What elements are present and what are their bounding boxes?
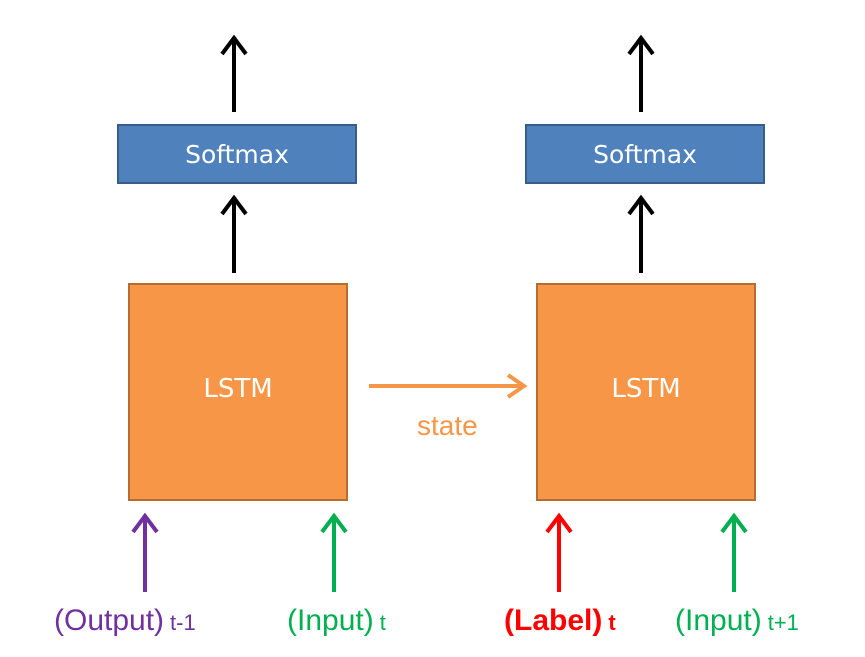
input-label-input-t: (Input)t bbox=[287, 604, 386, 640]
input-label-text: (Label) bbox=[504, 604, 603, 637]
softmax-label-1: Softmax bbox=[185, 139, 289, 169]
input-label-subscript: t-1 bbox=[170, 610, 196, 635]
input-label-subscript: t bbox=[379, 610, 386, 635]
input-label-text: (Output) bbox=[54, 604, 165, 637]
input-label-label-t: (Label)t bbox=[504, 604, 616, 640]
lstm-label-1: LSTM bbox=[203, 374, 273, 404]
softmax-box-1: Softmax bbox=[117, 124, 357, 184]
softmax-label-2: Softmax bbox=[593, 139, 697, 169]
input-arrow-input-t bbox=[320, 512, 348, 592]
lstm-to-softmax-arrow-1 bbox=[220, 194, 248, 273]
state-label: state bbox=[417, 410, 478, 441]
input-arrow-label-t bbox=[545, 512, 573, 592]
lstm-box-1: LSTM bbox=[128, 283, 348, 501]
output-arrow-2 bbox=[627, 34, 655, 112]
lstm-to-softmax-arrow-2 bbox=[627, 194, 655, 273]
input-label-input-t+1: (Input)t+1 bbox=[675, 604, 799, 640]
input-label-subscript: t+1 bbox=[767, 610, 799, 635]
input-arrow-input-t+1 bbox=[720, 512, 748, 592]
input-label-subscript: t bbox=[608, 610, 616, 635]
input-label-output-t-1: (Output)t-1 bbox=[54, 604, 196, 640]
lstm-box-2: LSTM bbox=[536, 283, 756, 501]
state-arrow bbox=[369, 373, 528, 399]
output-arrow-1 bbox=[220, 34, 248, 112]
input-label-text: (Input) bbox=[287, 604, 374, 637]
input-arrow-output-t-1 bbox=[131, 512, 159, 592]
input-label-text: (Input) bbox=[675, 604, 762, 637]
lstm-label-2: LSTM bbox=[611, 374, 681, 404]
softmax-box-2: Softmax bbox=[525, 124, 765, 184]
